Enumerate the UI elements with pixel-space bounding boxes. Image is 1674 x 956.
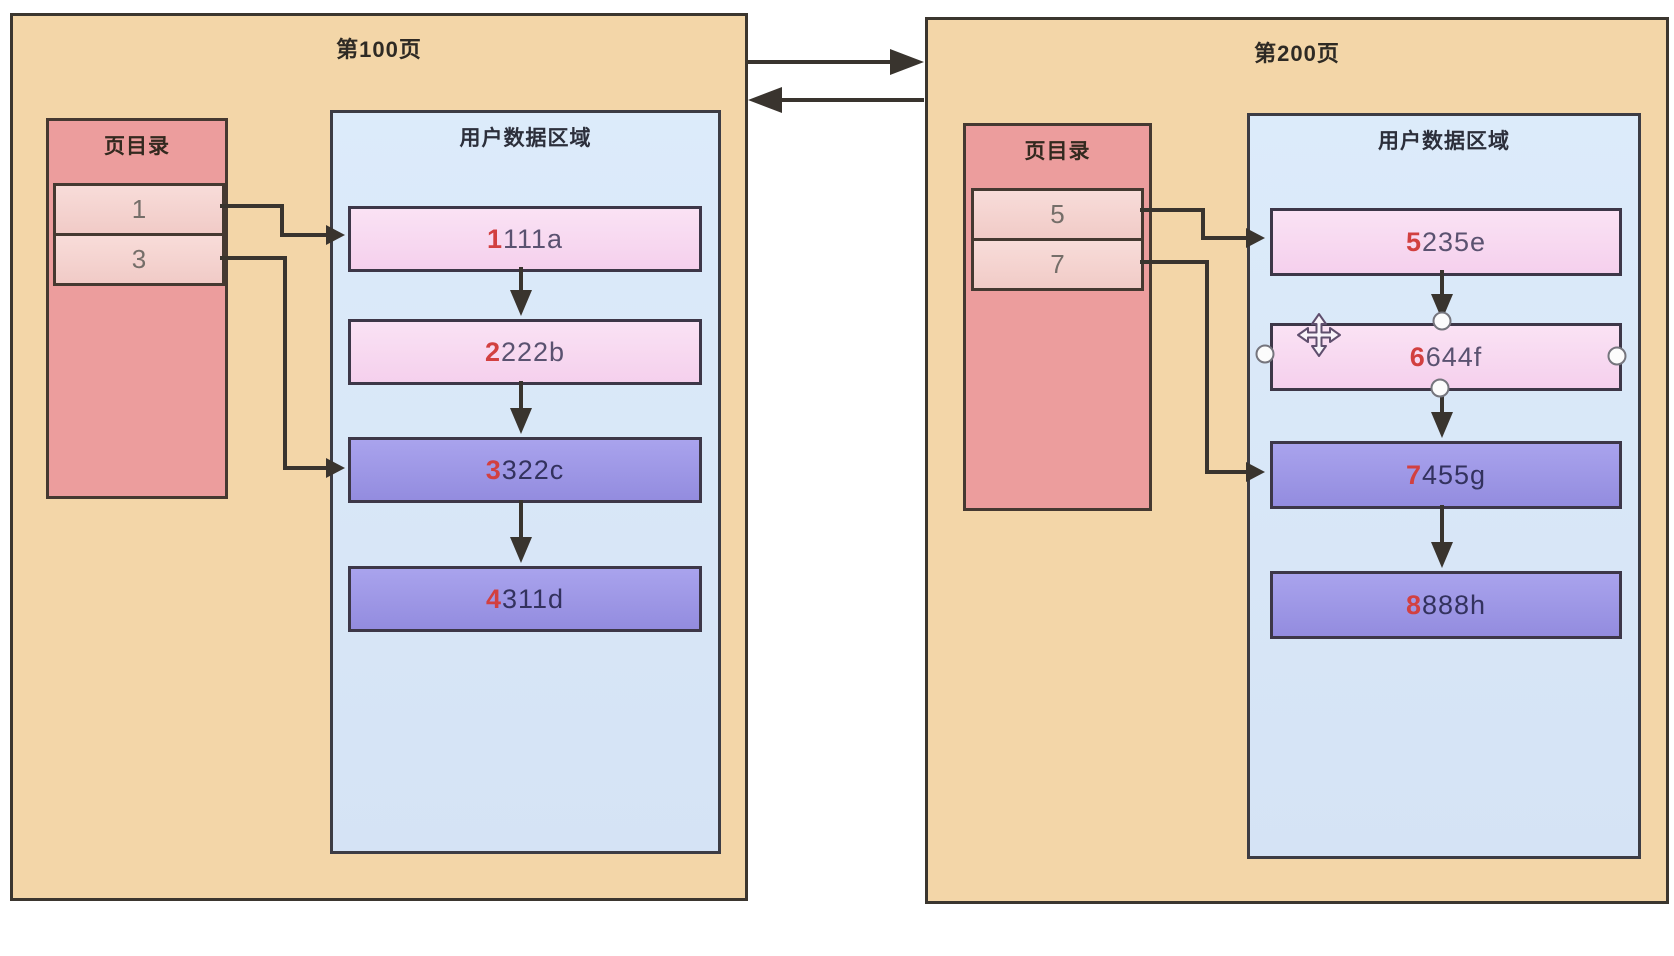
arrow-page200-to-page100 (748, 87, 924, 113)
directory-entry: 5 (971, 188, 1144, 241)
directory-entry-value: 3 (131, 244, 147, 274)
user-data-area-label: 用户数据区域 (1378, 130, 1510, 153)
record-key: 3 (485, 454, 502, 485)
page-directory-label: 页目录 (104, 135, 170, 158)
directory-entry: 1 (53, 183, 225, 236)
record-value: 311d (501, 583, 565, 614)
page-title: 第100页 (336, 37, 422, 62)
directory-entry: 7 (971, 238, 1144, 291)
record-value: 322c (501, 454, 565, 485)
record-key: 2 (484, 336, 501, 367)
page-title: 第200页 (1254, 41, 1340, 66)
record-value: 455g (1421, 459, 1487, 490)
record-value: 644f (1425, 341, 1483, 372)
user-data-area-label: 用户数据区域 (459, 127, 592, 150)
directory-entry-value: 1 (131, 194, 147, 224)
page-directory: 页目录 5 7 (963, 123, 1152, 511)
record-key: 6 (1409, 341, 1426, 372)
arrow-page100-to-page200 (748, 49, 924, 75)
record-value: 111a (502, 223, 564, 254)
directory-entry-value: 5 (1050, 199, 1065, 229)
record-key: 5 (1405, 226, 1422, 257)
arrow-right-icon (890, 49, 924, 75)
page-directory: 页目录 1 3 (46, 118, 228, 499)
record-value: 888h (1421, 589, 1487, 620)
arrow-left-icon (748, 87, 782, 113)
record-value: 222b (500, 336, 566, 367)
record-key: 1 (486, 223, 503, 254)
directory-entry: 3 (53, 233, 225, 286)
record-key: 8 (1405, 589, 1422, 620)
record-key: 7 (1405, 459, 1422, 490)
record-value: 235e (1421, 226, 1487, 257)
page-directory-label: 页目录 (1024, 140, 1091, 163)
directory-entry-value: 7 (1050, 249, 1065, 279)
record-key: 4 (485, 583, 502, 614)
